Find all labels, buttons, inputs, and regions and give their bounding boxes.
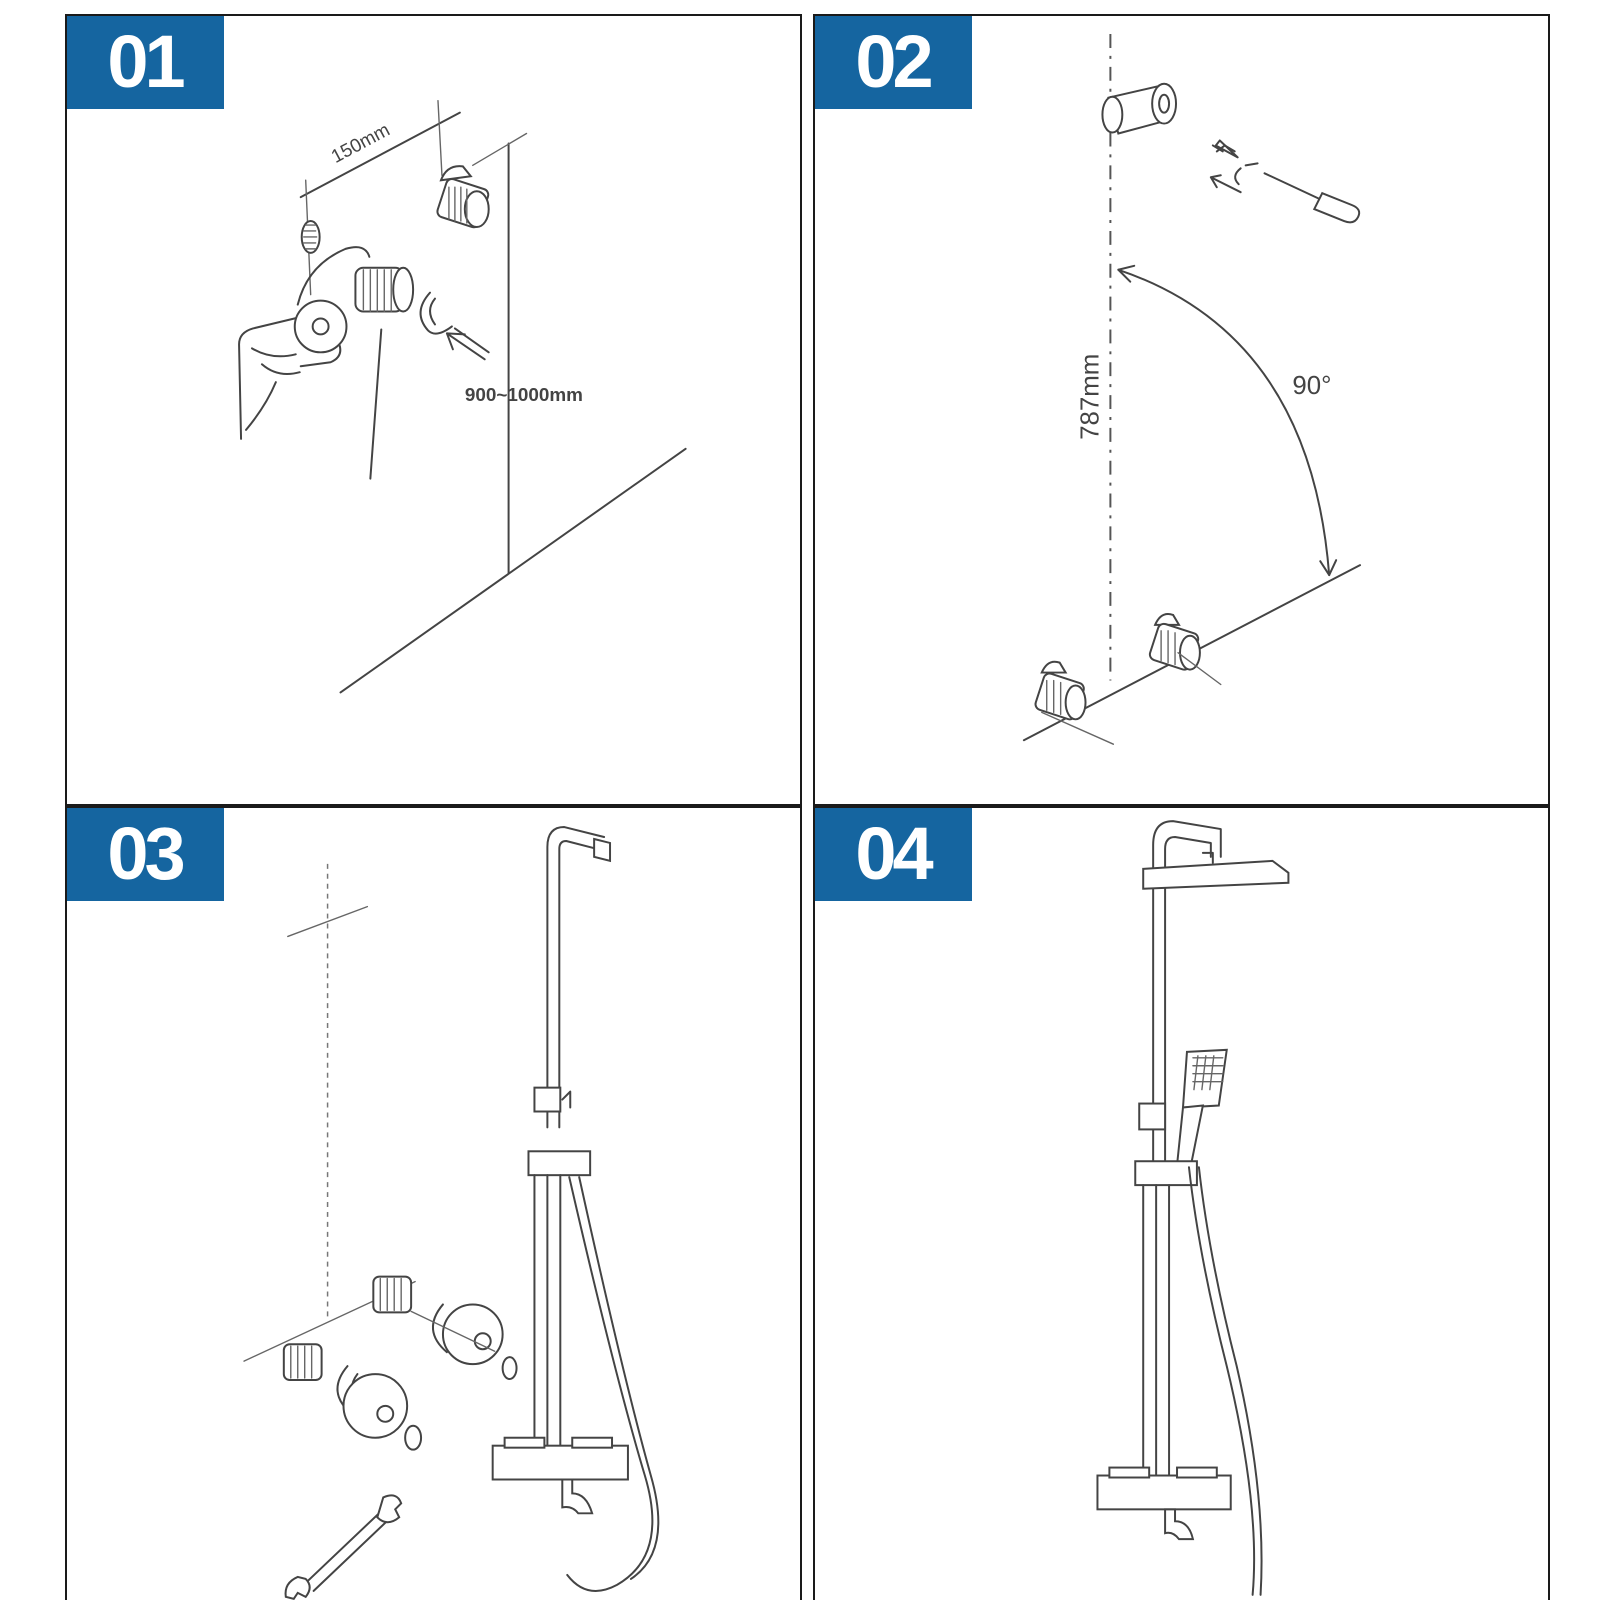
upper-fitting-stack — [372, 1275, 518, 1381]
wrench-icon — [284, 1494, 403, 1600]
lower-fitting-stack — [282, 1343, 423, 1451]
hand-with-tool — [238, 246, 383, 480]
angle-arc — [1117, 268, 1331, 577]
handle-holder-3 — [533, 1086, 562, 1113]
thermostatic-mixer-4 — [1096, 1474, 1232, 1511]
fitting-left — [1034, 660, 1115, 745]
height-label-787: 787mm — [1076, 354, 1104, 440]
angle-arrow-bottom — [1319, 559, 1338, 577]
step-1-illustration: 150mm 900~1000mm — [238, 99, 687, 694]
slider-bracket-4 — [1134, 1160, 1198, 1187]
step-2-illustration: 90° 787mm — [1022, 34, 1362, 745]
screwdriver-icon — [1209, 139, 1361, 224]
elbow-fitting-right — [436, 165, 490, 229]
step-1-panel: 01 150mm 900~1000mm — [65, 14, 802, 806]
spacing-dimension-line — [299, 111, 461, 199]
wall-anchor — [1101, 82, 1178, 135]
cover-flange — [419, 291, 453, 335]
thermostatic-mixer-3 — [491, 1444, 629, 1481]
rain-shower-head — [1142, 859, 1290, 890]
push-arrow — [445, 327, 490, 361]
spacing-label: 150mm — [328, 120, 393, 168]
step-2-panel: 02 90° 787mm — [813, 14, 1550, 806]
step-4-badge: 04 — [815, 808, 972, 901]
spout-3 — [561, 1478, 594, 1515]
hand-shower — [1181, 1048, 1228, 1109]
small-fitting-left — [300, 220, 321, 254]
step-4-panel: 04 — [813, 806, 1550, 1600]
fitting-right — [1148, 613, 1222, 686]
slider-bracket-3 — [527, 1150, 592, 1177]
height-label: 900~1000mm — [465, 385, 583, 406]
step-4-illustration — [1096, 820, 1290, 1596]
floor-line — [339, 447, 687, 694]
shower-column — [491, 826, 660, 1592]
step-1-badge: 01 — [67, 16, 224, 109]
handle-holder-4 — [1138, 1102, 1167, 1131]
angle-arrow-top — [1117, 264, 1136, 283]
step-2-badge: 02 — [815, 16, 972, 109]
height-extension-top — [472, 132, 528, 167]
step-3-badge: 03 — [67, 808, 224, 901]
crosshair-line — [287, 905, 369, 938]
threaded-connector — [354, 266, 415, 313]
angle-label: 90° — [1292, 372, 1331, 400]
step-3-panel: 03 — [65, 806, 802, 1600]
shower-column-complete — [1096, 820, 1290, 1596]
step-3-illustration — [243, 826, 660, 1600]
spacing-extension-right — [437, 99, 443, 176]
spout-4 — [1164, 1508, 1195, 1541]
